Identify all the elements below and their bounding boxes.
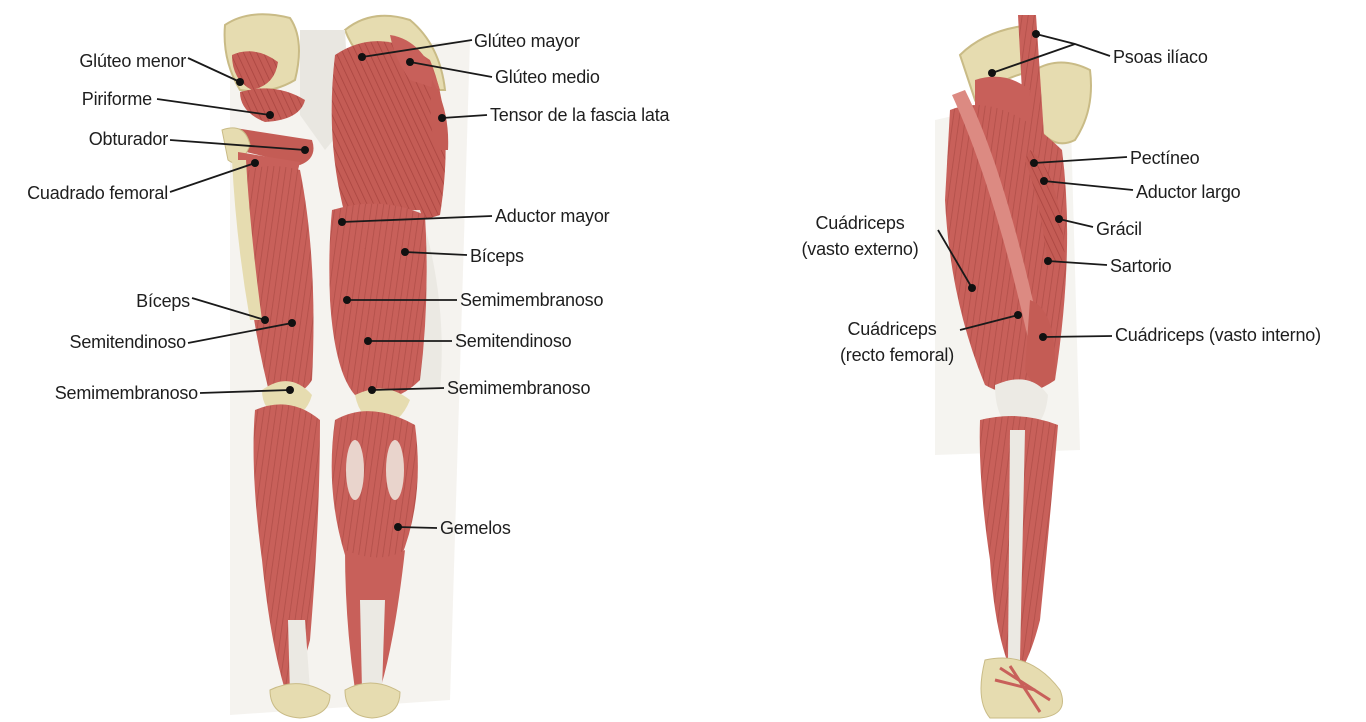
label-semimembranoso-left: Semimembranoso xyxy=(20,382,198,404)
leader-dot-pectineo xyxy=(1030,159,1038,167)
right-heel xyxy=(345,683,400,718)
label-gemelos: Gemelos xyxy=(440,517,511,539)
anterior-view xyxy=(935,15,1091,718)
leader-dot-gemelos xyxy=(394,523,402,531)
leader-dot-gracil xyxy=(1055,215,1063,223)
label-aductor-mayor: Aductor mayor xyxy=(495,205,609,227)
label-biceps-right: Bíceps xyxy=(470,245,524,267)
leader-dot-cuad-externo xyxy=(968,284,976,292)
label-cuad-externo-line1: Cuádriceps xyxy=(780,212,940,234)
gastrocnemius xyxy=(332,411,418,564)
leader-dot-aductor-largo xyxy=(1040,177,1048,185)
label-cuad-externo-line2: (vasto externo) xyxy=(780,238,940,260)
leader-dot-psoas xyxy=(1032,30,1040,38)
label-semimembranoso-low: Semimembranoso xyxy=(447,377,590,399)
leader-dot-biceps-right xyxy=(401,248,409,256)
leader-dot-biceps-left xyxy=(261,316,269,324)
label-biceps-left: Bíceps xyxy=(40,290,190,312)
label-aductor-largo: Aductor largo xyxy=(1136,181,1240,203)
label-gluteo-menor: Glúteo menor xyxy=(40,50,186,72)
label-piriforme: Piriforme xyxy=(40,88,152,110)
label-cuadrado-femoral: Cuadrado femoral xyxy=(4,182,168,204)
label-gluteo-medio: Glúteo medio xyxy=(495,66,600,88)
leader-cuad-interno xyxy=(1043,336,1112,337)
posterior-view xyxy=(222,14,470,718)
label-gluteo-mayor: Glúteo mayor xyxy=(474,30,580,52)
label-psoas: Psoas ilíaco xyxy=(1113,46,1208,68)
label-cuad-recto-line2: (recto femoral) xyxy=(822,344,972,366)
label-pectineo: Pectíneo xyxy=(1130,147,1199,169)
leader-dot-semitendinoso-mid xyxy=(364,337,372,345)
leader-dot-semimembranoso-mid xyxy=(343,296,351,304)
leader-dot-psoas-2 xyxy=(988,69,996,77)
label-cuad-interno: Cuádriceps (vasto interno) xyxy=(1115,324,1321,346)
right-achilles xyxy=(360,600,385,690)
label-tensor: Tensor de la fascia lata xyxy=(490,104,669,126)
calf-highlight-1 xyxy=(346,440,364,500)
leader-dot-cuad-interno xyxy=(1039,333,1047,341)
leader-dot-cuad-recto xyxy=(1014,311,1022,319)
leader-dot-gluteo-mayor xyxy=(358,53,366,61)
label-semitendinoso-mid: Semitendinoso xyxy=(455,330,571,352)
label-obturador: Obturador xyxy=(40,128,168,150)
label-gracil: Grácil xyxy=(1096,218,1142,240)
leader-dot-gluteo-menor xyxy=(236,78,244,86)
leader-dot-semimembranoso-low xyxy=(368,386,376,394)
leader-dot-semimembranoso-left xyxy=(286,386,294,394)
leader-dot-tensor xyxy=(438,114,446,122)
label-semitendinoso-left: Semitendinoso xyxy=(20,331,186,353)
leader-dot-obturador xyxy=(301,146,309,154)
label-semimembranoso-mid: Semimembranoso xyxy=(460,289,603,311)
leader-gemelos xyxy=(398,527,437,528)
leader-dot-cuadrado-femoral xyxy=(251,159,259,167)
label-cuad-recto-line1: Cuádriceps xyxy=(822,318,962,340)
label-sartorio: Sartorio xyxy=(1110,255,1171,277)
leader-dot-semitendinoso-left xyxy=(288,319,296,327)
leader-dot-gluteo-medio xyxy=(406,58,414,66)
leader-dot-aductor-mayor xyxy=(338,218,346,226)
leader-dot-piriforme xyxy=(266,111,274,119)
calf-highlight-2 xyxy=(386,440,404,500)
leader-dot-sartorio xyxy=(1044,257,1052,265)
